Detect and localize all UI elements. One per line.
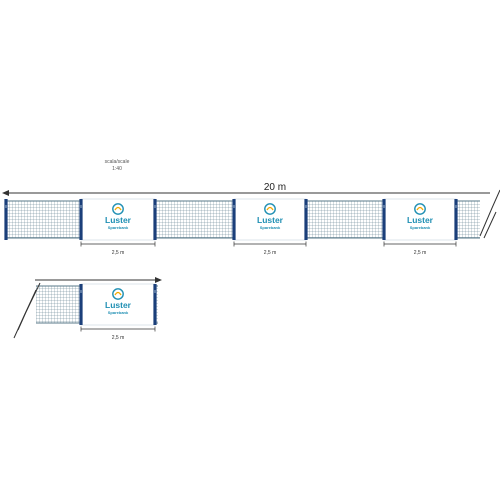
break-line (483, 211, 497, 239)
post (382, 199, 386, 240)
post (153, 199, 157, 240)
post (153, 284, 157, 325)
banner-width-dimension: 2,5 m (80, 326, 156, 341)
banner-width-dimension: 2,5 m (80, 241, 156, 256)
banner-width-label: 2,5 m (112, 250, 125, 256)
post (79, 284, 83, 325)
post (304, 199, 308, 240)
banner-width-dimension: 2,5 m (233, 241, 307, 256)
brand-subtitle: Sparebank (108, 310, 129, 315)
break-line (479, 189, 500, 237)
brand-name: Luster (257, 215, 284, 225)
banner-width-label: 2,5 m (414, 250, 427, 256)
brand-name: Luster (407, 215, 434, 225)
banner-width-label: 2,5 m (112, 335, 125, 341)
post (232, 199, 236, 240)
brand-subtitle: Sparebank (260, 225, 281, 230)
scale-value: 1:40 (112, 166, 122, 172)
scale-label: scala/scale (105, 159, 130, 165)
bottom-length-dimension (35, 277, 162, 283)
post (454, 199, 458, 240)
total-length-dimension: 20 m (2, 182, 490, 196)
post (4, 199, 8, 240)
total-length-label: 20 m (264, 182, 286, 193)
brand-name: Luster (105, 215, 132, 225)
brand-name: Luster (105, 300, 132, 310)
break-line (13, 289, 37, 339)
banner-width-label: 2,5 m (264, 250, 277, 256)
post (79, 199, 83, 240)
banner-width-dimension: 2,5 m (383, 241, 457, 256)
brand-subtitle: Sparebank (108, 225, 129, 230)
brand-subtitle: Sparebank (410, 225, 431, 230)
